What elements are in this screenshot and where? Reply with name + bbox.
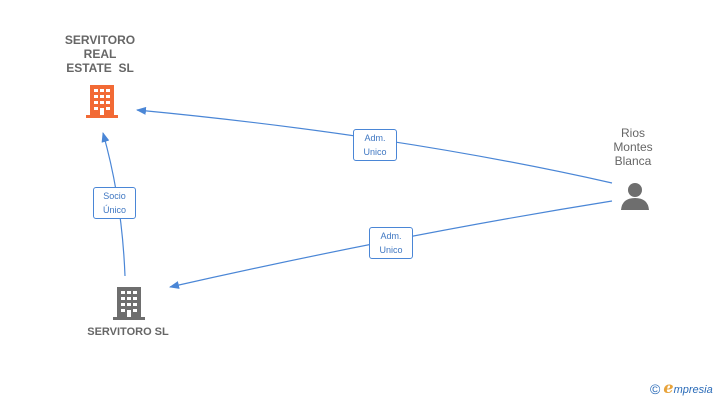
top-company-name-line-3: ESTATE SL xyxy=(66,61,134,75)
top-company-name-line-2: REAL xyxy=(83,47,117,61)
node-label-top-company[interactable]: SERVITORO REAL ESTATE SL xyxy=(50,33,150,75)
edge-label-line-2: Unico xyxy=(379,245,403,255)
person-name-line-2: Montes xyxy=(613,140,653,154)
brand-logo-initial: e xyxy=(663,378,674,397)
copyright-icon: © xyxy=(650,381,661,397)
edge-label-adm-unico-top[interactable]: Adm. Unico xyxy=(353,129,397,161)
top-company-name-line-1: SERVITORO xyxy=(64,33,136,47)
footer-brand[interactable]: © empresia xyxy=(650,378,713,397)
edge-label-line-1: Adm. xyxy=(364,133,386,143)
person-name-line-1: Rios xyxy=(620,126,645,140)
building-icon[interactable] xyxy=(85,83,119,119)
node-label-person[interactable]: Rios Montes Blanca xyxy=(597,126,669,168)
brand-name: mpresia xyxy=(673,384,713,396)
edge-label-socio-unico[interactable]: Socio Único xyxy=(93,187,136,219)
node-label-bottom-company[interactable]: SERVITORO SL xyxy=(68,325,188,339)
bottom-company-name: SERVITORO SL xyxy=(87,326,169,338)
edge-label-line-1: Socio xyxy=(103,191,126,201)
building-icon[interactable] xyxy=(112,285,146,321)
edge-label-line-2: Unico xyxy=(363,147,387,157)
edge-label-adm-unico-bottom[interactable]: Adm. Unico xyxy=(369,227,413,259)
person-icon[interactable] xyxy=(619,181,651,211)
edge-label-line-1: Adm. xyxy=(380,231,402,241)
person-name-line-3: Blanca xyxy=(614,154,652,168)
edge-label-line-2: Único xyxy=(102,205,126,215)
